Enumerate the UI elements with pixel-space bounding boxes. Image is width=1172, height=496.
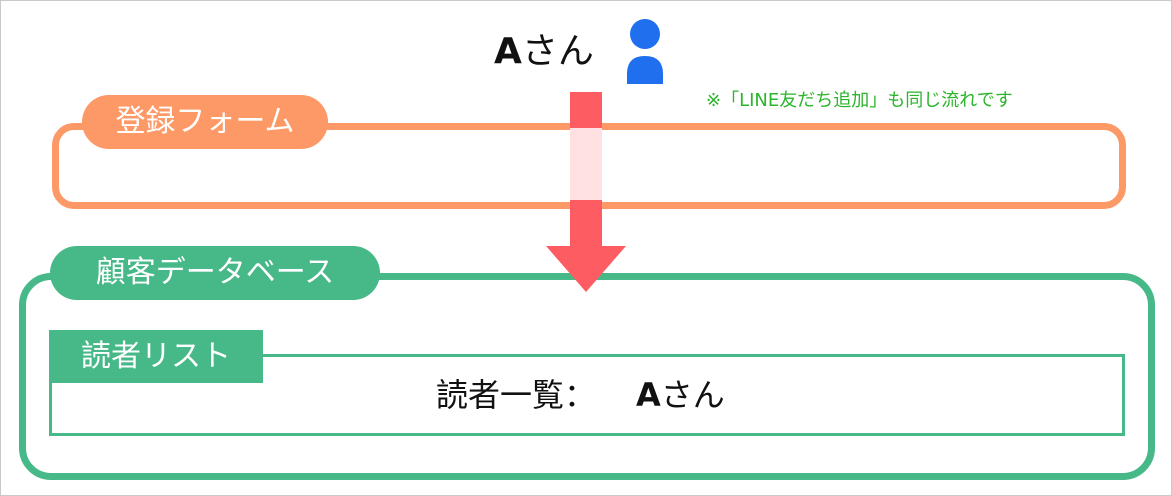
- registration-form-label: 登録フォーム: [82, 95, 328, 149]
- person-letter: A: [494, 31, 522, 72]
- person-icon: [627, 19, 663, 84]
- person-icon-body: [627, 56, 663, 84]
- down-arrow-icon: [546, 92, 626, 292]
- reader-list-label: 読者リスト: [49, 330, 263, 383]
- reader-list-entry: 読者一覧： Aさん: [436, 374, 725, 416]
- reader-list-entry-suffix: さん: [660, 376, 725, 414]
- reader-list-box: [49, 354, 1125, 436]
- person-icon-head: [630, 19, 660, 49]
- reader-list-entry-label: 読者一覧：: [436, 376, 597, 414]
- down-arrow-highlight: [570, 128, 602, 200]
- person-suffix: さん: [521, 31, 594, 72]
- reader-list-entry-letter: A: [636, 376, 661, 414]
- note-text: ※「LINE友だち追加」も同じ流れです: [706, 90, 1013, 111]
- customer-database-label: 顧客データベース: [50, 246, 380, 300]
- person-label: Aさん: [494, 30, 594, 74]
